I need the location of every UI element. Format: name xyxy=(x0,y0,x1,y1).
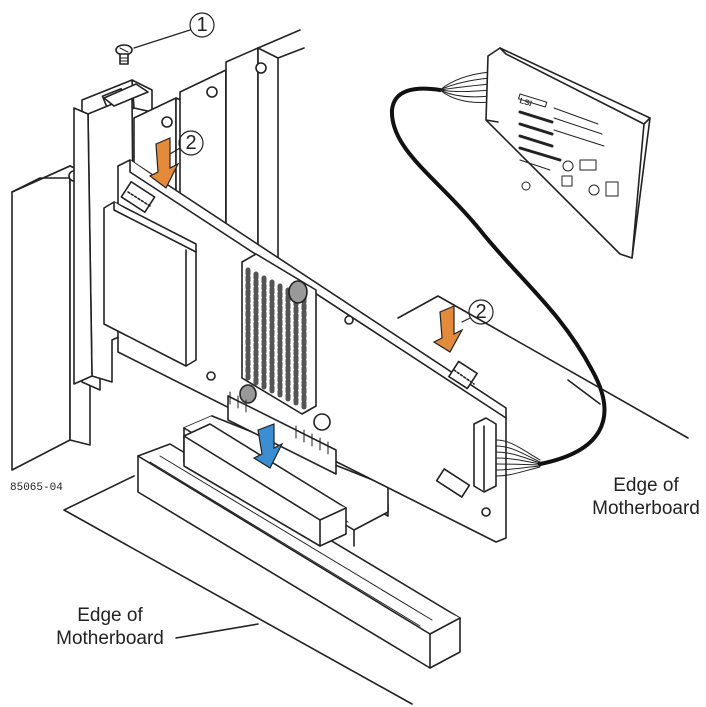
battery-module xyxy=(485,47,651,259)
cable-wires-card-end xyxy=(495,439,541,477)
pcie-slots xyxy=(137,415,461,669)
motherboard-plane-bottom xyxy=(63,475,413,705)
callout-number-2-top: 2 xyxy=(185,132,197,154)
label-line: Edge of xyxy=(613,475,679,496)
edge-of-motherboard-label-bottom: Edge of Motherboard xyxy=(44,604,176,650)
memory-module xyxy=(103,201,197,367)
label-line: Motherboard xyxy=(592,498,700,519)
edge-of-motherboard-label-right: Edge of Motherboard xyxy=(588,474,704,520)
callout-number-2-right: 2 xyxy=(475,301,487,323)
callout-number-1: 1 xyxy=(196,14,208,36)
label-line: Motherboard xyxy=(56,628,164,649)
down-arrow-icon xyxy=(252,423,284,469)
card-cable-connector xyxy=(473,417,497,493)
heatsink xyxy=(239,253,317,415)
battery-cable xyxy=(389,86,607,466)
screw-icon xyxy=(115,44,133,65)
figure-id: 85065-04 xyxy=(10,482,63,494)
down-arrow-icon xyxy=(148,137,464,353)
cable-wires-battery-end xyxy=(439,71,491,103)
card-components xyxy=(120,181,491,517)
motherboard-plane-right xyxy=(397,295,689,439)
label-line: Edge of xyxy=(77,605,143,626)
callout-leaders xyxy=(133,12,494,325)
